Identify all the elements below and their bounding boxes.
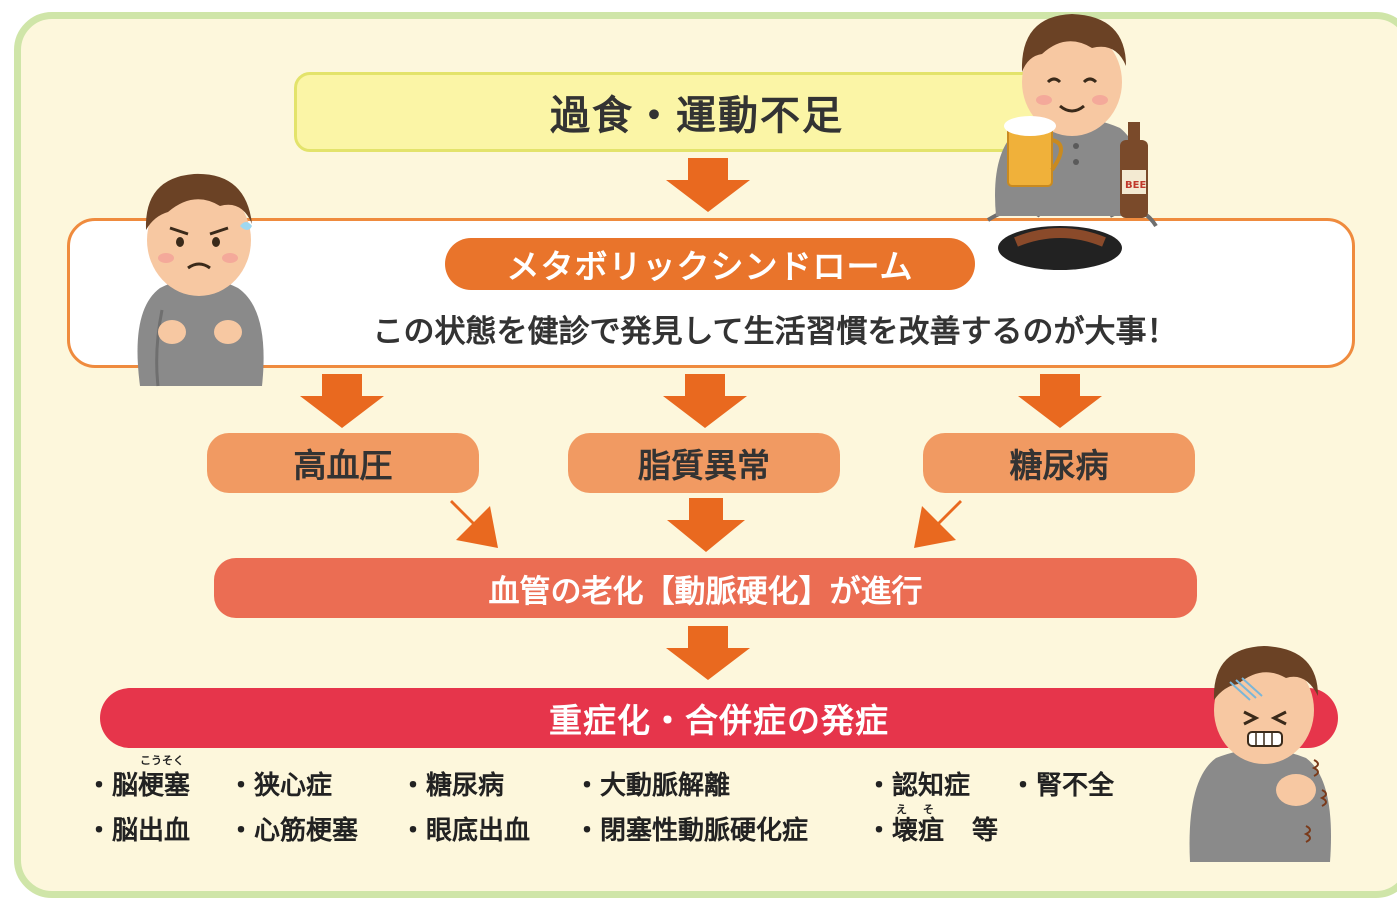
disease-item: ・壊疽	[866, 816, 945, 846]
disease-item: ・狭心症	[228, 771, 333, 801]
disease-item: 等	[972, 816, 999, 846]
severe-label: 重症化・合併症の発症	[549, 701, 889, 740]
worried-man-icon	[137, 173, 264, 387]
disease-item: ・脳出血	[86, 816, 191, 846]
condition-label: 糖尿病	[1009, 446, 1109, 485]
condition-hypertension: 高血圧	[207, 433, 479, 493]
condition-diabetes: 糖尿病	[923, 433, 1195, 493]
disease-item: ・眼底出血	[400, 816, 531, 846]
cause-box: 過食・運動不足	[294, 72, 1100, 152]
drinking-man-icon: BEE	[986, 14, 1158, 270]
metabolic-title: メタボリックシンドローム	[506, 247, 914, 286]
disease-item: ・大動脈解離	[574, 771, 731, 801]
beer-label-text: BEE	[1125, 180, 1146, 191]
artery-aging-box: 血管の老化【動脈硬化】が進行	[214, 558, 1197, 618]
disease-item: ・腎不全	[1010, 771, 1115, 801]
disease-item: ・脳梗塞	[86, 771, 191, 801]
metabolic-message: この状態を健診で発見して生活習慣を改善するのが大事！	[372, 313, 1178, 350]
artery-aging-label: 血管の老化【動脈硬化】が進行	[488, 573, 923, 610]
cause-label: 過食・運動不足	[550, 93, 844, 139]
metabolic-title-pill: メタボリックシンドローム	[445, 238, 975, 290]
disease-item: ・心筋梗塞	[228, 816, 359, 846]
disease-item: ・認知症	[866, 771, 971, 801]
ruby-eso: え そ	[896, 803, 940, 816]
condition-lipid: 脂質異常	[568, 433, 840, 493]
disease-item: ・閉塞性動脈硬化症	[574, 816, 809, 846]
condition-label: 脂質異常	[638, 446, 770, 485]
condition-label: 高血圧	[293, 446, 393, 485]
ruby-kosoku: こうそく	[140, 754, 184, 767]
disease-item: ・糖尿病	[400, 771, 505, 801]
severe-box: 重症化・合併症の発症	[100, 688, 1338, 748]
pained-man-icon	[1189, 646, 1331, 862]
